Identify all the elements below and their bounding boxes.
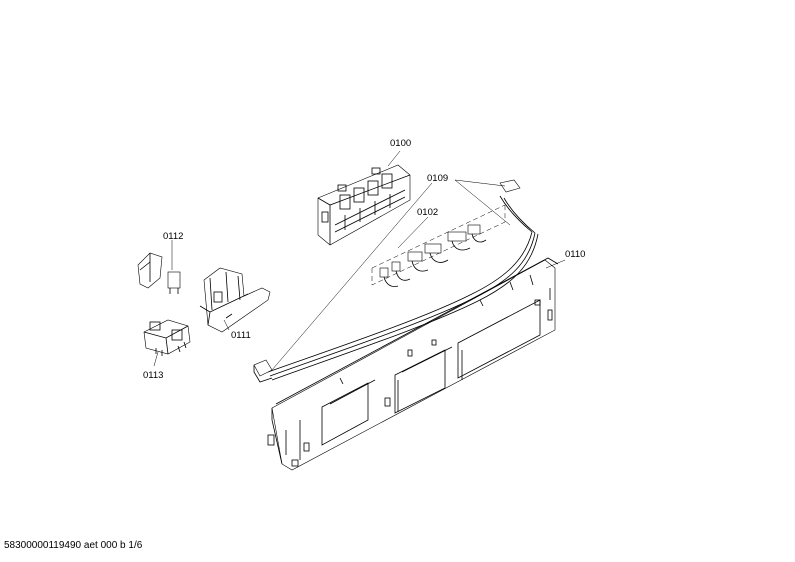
- label-0112: 0112: [163, 231, 183, 242]
- label-0110: 0110: [565, 249, 585, 260]
- leader-lines: [153, 150, 566, 371]
- connectors-part[interactable]: [371, 204, 506, 287]
- label-0100: 0100: [390, 138, 411, 149]
- document-footer: 58300000119490 aet 000 b 1/6: [4, 540, 143, 551]
- cover-part[interactable]: [137, 252, 181, 294]
- label-0111: 0111: [231, 330, 251, 341]
- part-labels: 0100 0109 0102 0110 0112 0111 0113: [143, 138, 585, 381]
- label-0102: 0102: [417, 207, 438, 218]
- front-panel-part[interactable]: [267, 257, 559, 471]
- switch-part[interactable]: [143, 319, 191, 356]
- wiring-harness-part[interactable]: [253, 179, 539, 383]
- housing-part[interactable]: [199, 267, 271, 333]
- label-0113: 0113: [143, 370, 163, 381]
- label-0109: 0109: [427, 173, 448, 184]
- control-board-part[interactable]: [317, 164, 411, 246]
